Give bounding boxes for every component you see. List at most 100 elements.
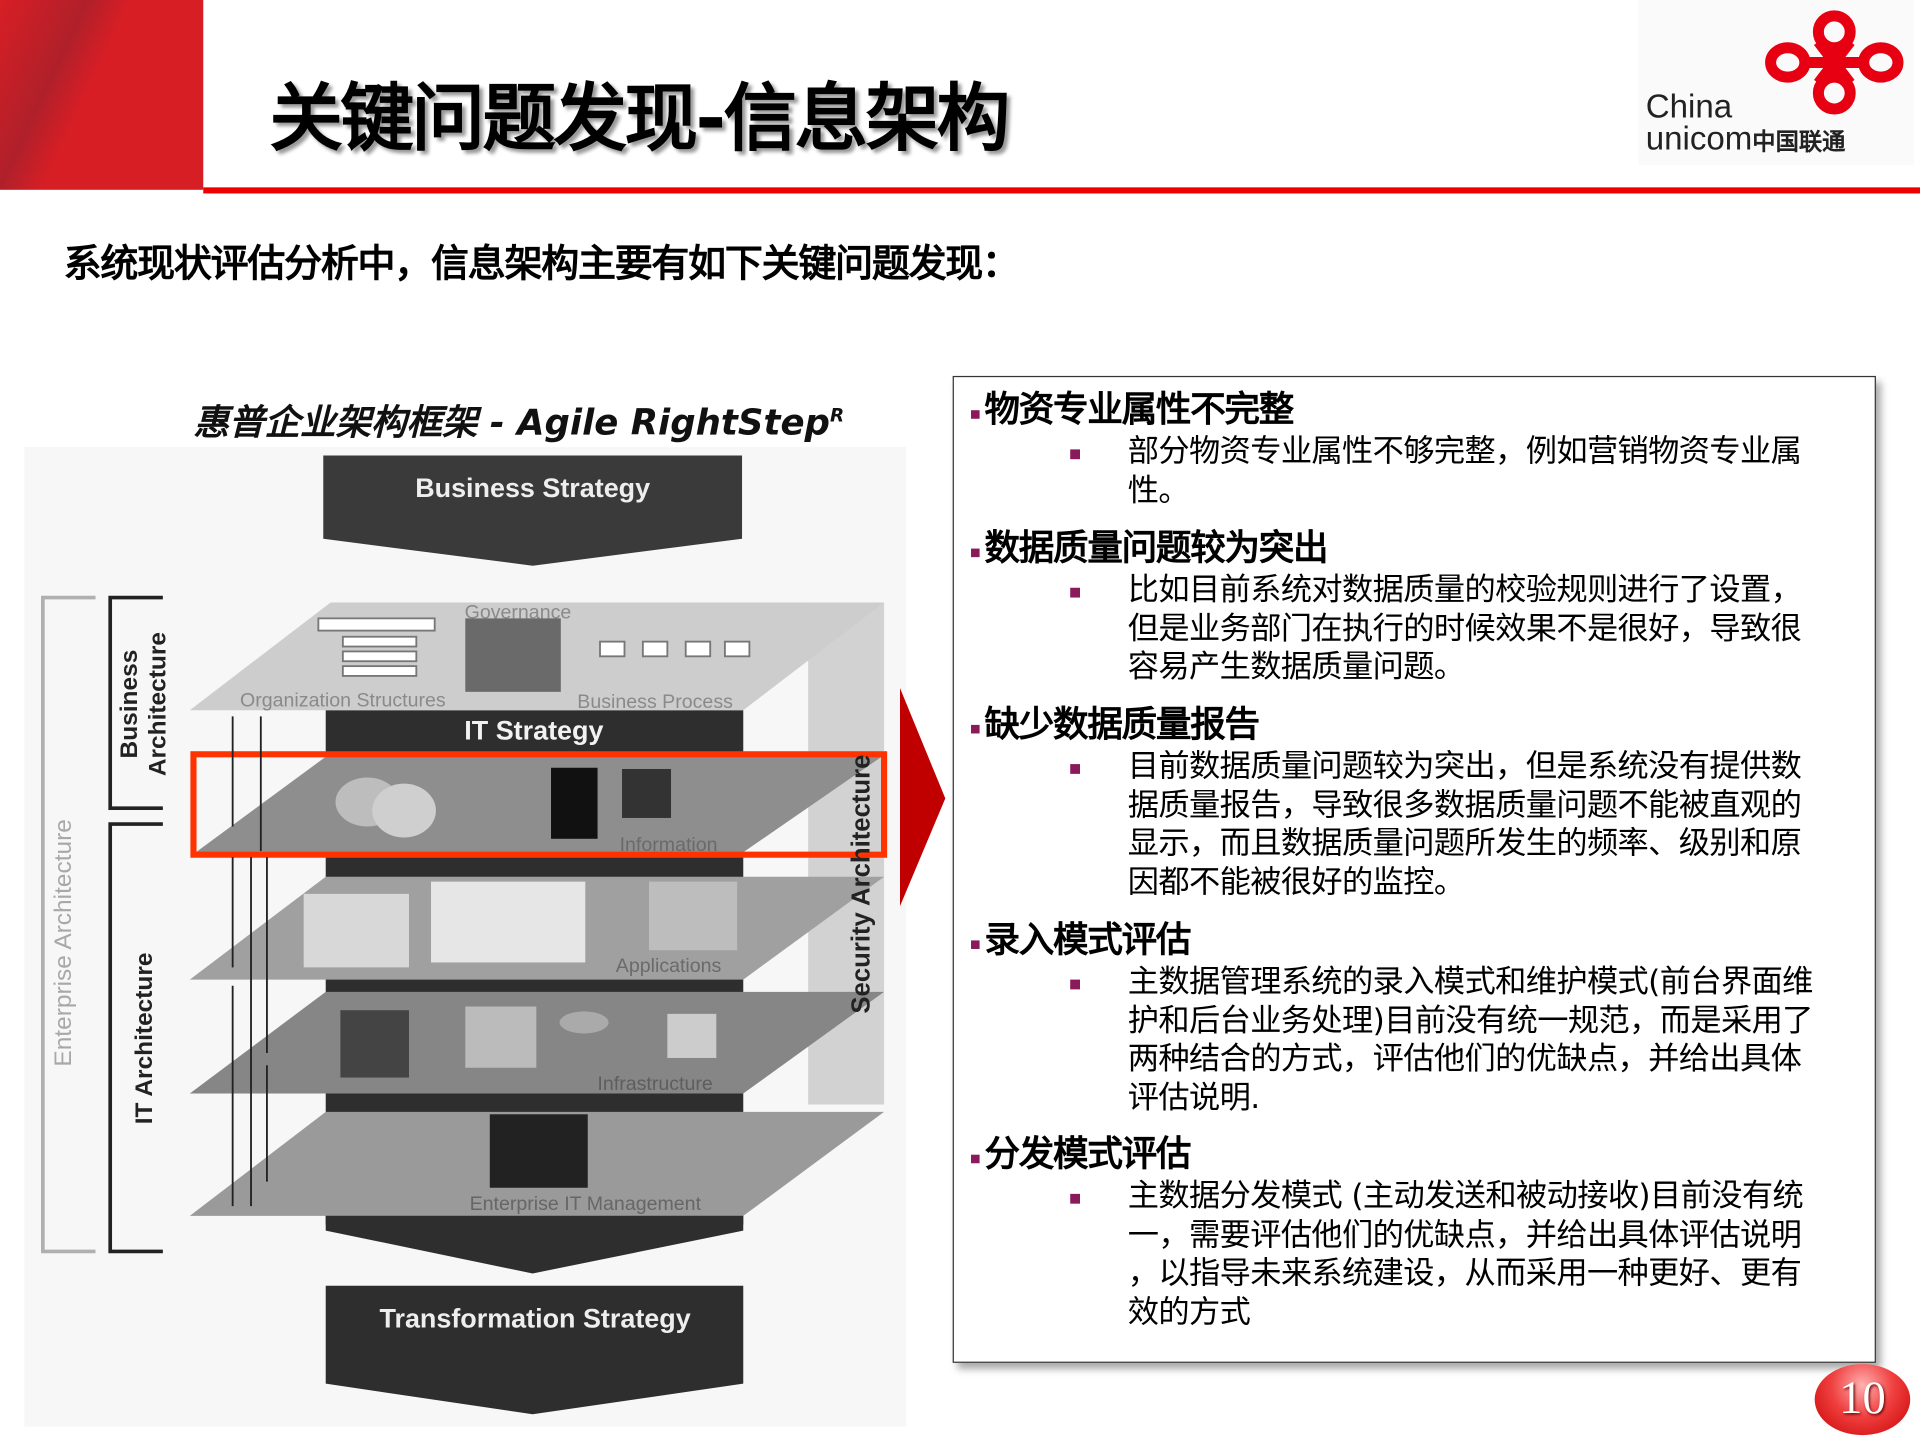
finding-heading-text: 缺少数据质量报告 — [984, 702, 1260, 745]
operations-photo — [489, 1114, 588, 1188]
finding-section: 录入模式评估主数据管理系统的录入模式和维护模式(前台界面维护和后台业务处理)目前… — [971, 917, 1813, 1118]
page-number-badge: 10 — [1814, 1364, 1911, 1436]
finding-heading: 录入模式评估 — [971, 917, 1813, 961]
finding-body: 主数据分发模式 (主动发送和被动接收)目前没有统一，需要评估他们的优缺点，并给出… — [1070, 1177, 1804, 1332]
enterprise-it-management-label: Enterprise IT Management — [470, 1193, 702, 1215]
unicom-knot-icon — [1765, 10, 1904, 115]
china-unicom-logo: China unicom中国联通 — [1638, 0, 1914, 166]
finding-body-line: 比如目前系统对数据质量的校验规则进行了设置， — [1127, 571, 1802, 609]
infrastructure-label: Infrastructure — [597, 1073, 712, 1095]
business-architecture-label-1: Business — [116, 650, 143, 759]
finding-section: 分发模式评估主数据分发模式 (主动发送和被动接收)目前没有统一，需要评估他们的优… — [971, 1131, 1804, 1332]
finding-body-line: ，以指导未来系统建设，从而采用一种更好、更有 — [1127, 1255, 1802, 1292]
bullet-square-icon — [1070, 587, 1081, 598]
bullet-square-icon — [971, 940, 980, 949]
books-icon — [622, 768, 672, 818]
computer-icon — [667, 1013, 717, 1058]
finding-body-line: 护和后台业务处理)目前没有统一规范，而是采用了 — [1127, 1002, 1814, 1039]
person-at-desk-icon — [340, 1010, 409, 1078]
finding-body: 部分物资专业属性不够完整，例如营销物资专业属性。 — [1070, 433, 1802, 510]
finding-body-line: 一，需要评估他们的优缺点，并给出具体评估说明 — [1127, 1216, 1802, 1254]
layer-connector-arrows — [231, 716, 268, 1207]
pointer-arrow-icon — [900, 688, 946, 907]
finding-section: 数据质量问题较为突出比如目前系统对数据质量的校验规则进行了设置，但是业务部门在执… — [971, 525, 1802, 688]
database-icon — [372, 783, 436, 838]
business-strategy-label: Business Strategy — [415, 473, 650, 503]
subtitle: 系统现状评估分析中，信息架构主要有如下关键问题发现： — [63, 242, 1020, 287]
finding-body-line: 性。 — [1127, 472, 1190, 509]
organization-structures-label: Organization Structures — [240, 690, 446, 712]
finding-body-line: 主数据分发模式 (主动发送和被动接收)目前没有统 — [1127, 1177, 1804, 1215]
app-screenshot — [303, 893, 409, 968]
business-process-label: Business Process — [577, 691, 733, 713]
finding-body-line: 容易产生数据质量问题。 — [1127, 648, 1465, 686]
finding-heading: 数据质量问题较为突出 — [971, 525, 1801, 569]
applications-label: Applications — [616, 955, 722, 977]
finding-body-line: 主数据管理系统的录入模式和维护模式(前台界面维 — [1127, 963, 1814, 1001]
finding-body-line: 据质量报告，导致很多数据质量问题不能被直观的 — [1127, 786, 1802, 824]
page-title: 关键问题发现-信息架构 — [269, 75, 1010, 162]
server-rack-icon — [465, 1006, 537, 1068]
it-architecture-bracket — [108, 822, 163, 1254]
business-architecture-bracket — [108, 595, 163, 811]
bullet-square-icon — [1070, 979, 1081, 990]
finding-section: 物资专业属性不完整部分物资专业属性不够完整，例如营销物资专业属性。 — [971, 387, 1802, 511]
finding-heading: 分发模式评估 — [971, 1131, 1803, 1175]
page-number: 10 — [1839, 1372, 1886, 1425]
diagram-title-text: 惠普企业架构框架 - Agile RightStep — [193, 401, 830, 444]
finding-body-line: 效的方式 — [1127, 1293, 1251, 1331]
finding-heading-text: 物资专业属性不完整 — [984, 388, 1294, 430]
it-architecture-label: IT Architecture — [131, 952, 158, 1124]
finding-body: 目前数据质量问题较为突出，但是系统没有提供数据质量报告，导致很多数据质量问题不能… — [1070, 748, 1802, 902]
bullet-square-icon — [1070, 1193, 1081, 1204]
bullet-square-icon — [971, 724, 980, 734]
information-highlight-box — [190, 751, 888, 858]
bullet-square-icon — [1070, 449, 1081, 460]
diagram-title-sup: R — [829, 404, 845, 427]
file-cabinet-icon — [551, 767, 598, 839]
bullet-square-icon — [971, 410, 980, 419]
bullet-square-icon — [971, 1154, 980, 1164]
finding-body-line: 两种结合的方式，评估他们的优缺点，并给出具体 — [1127, 1040, 1802, 1078]
satellite-dish-icon — [559, 1011, 609, 1034]
finding-body-line: 目前数据质量问题较为突出，但是系统没有提供数 — [1127, 748, 1802, 785]
finding-heading-text: 数据质量问题较为突出 — [984, 526, 1328, 569]
bullet-square-icon — [971, 548, 980, 558]
transformation-strategy-block — [325, 1285, 744, 1415]
finding-body: 主数据管理系统的录入模式和维护模式(前台界面维护和后台业务处理)目前没有统一规范… — [1070, 963, 1814, 1118]
logo-text-unicom: unicom中国联通 — [1646, 120, 1846, 158]
findings-panel: 物资专业属性不完整部分物资专业属性不够完整，例如营销物资专业属性。数据质量问题较… — [952, 375, 1876, 1363]
finding-heading-text: 录入模式评估 — [984, 918, 1191, 961]
logo-text-china: China — [1645, 88, 1733, 125]
information-label: Information — [620, 834, 718, 856]
bullet-square-icon — [1070, 764, 1081, 774]
finding-heading: 物资专业属性不完整 — [971, 387, 1801, 431]
logo-unicom: unicom — [1645, 120, 1753, 157]
down-arrow — [325, 1215, 744, 1274]
finding-body-line: 评估说明. — [1127, 1079, 1260, 1117]
finding-body-line: 因都不能被很好的监控。 — [1127, 863, 1465, 901]
finding-body-line: 部分物资专业属性不够完整，例如营销物资专业属 — [1127, 433, 1802, 471]
finding-body-line: 但是业务部门在执行的时候效果不是很好，导致很 — [1127, 610, 1802, 648]
app-screenshot — [648, 881, 738, 951]
app-screenshot — [431, 881, 586, 963]
enterprise-architecture-bracket — [41, 595, 96, 1254]
finding-heading-text: 分发模式评估 — [984, 1132, 1191, 1175]
it-strategy-label: IT Strategy — [464, 716, 603, 746]
diagram-title: 惠普企业架构框架 - Agile RightStepR — [193, 394, 844, 445]
enterprise-architecture-label: Enterprise Architecture — [50, 819, 77, 1067]
transformation-strategy-label: Transformation Strategy — [380, 1303, 691, 1333]
governance-label: Governance — [465, 601, 572, 623]
finding-heading: 缺少数据质量报告 — [971, 702, 1801, 746]
finding-body: 比如目前系统对数据质量的校验规则进行了设置，但是业务部门在执行的时候效果不是很好… — [1070, 571, 1802, 688]
governance-photo — [465, 618, 561, 692]
security-architecture-label: Security Architecture — [847, 755, 875, 1014]
logo-cn: 中国联通 — [1752, 129, 1846, 156]
header-red-block — [0, 0, 204, 190]
finding-body-line: 显示，而且数据质量问题所发生的频率、级别和原 — [1127, 825, 1802, 863]
header-divider — [203, 187, 1920, 194]
business-strategy-block — [323, 455, 743, 566]
business-architecture-label-2: Architecture — [144, 632, 171, 776]
finding-section: 缺少数据质量报告目前数据质量问题较为突出，但是系统没有提供数据质量报告，导致很多… — [971, 702, 1802, 903]
